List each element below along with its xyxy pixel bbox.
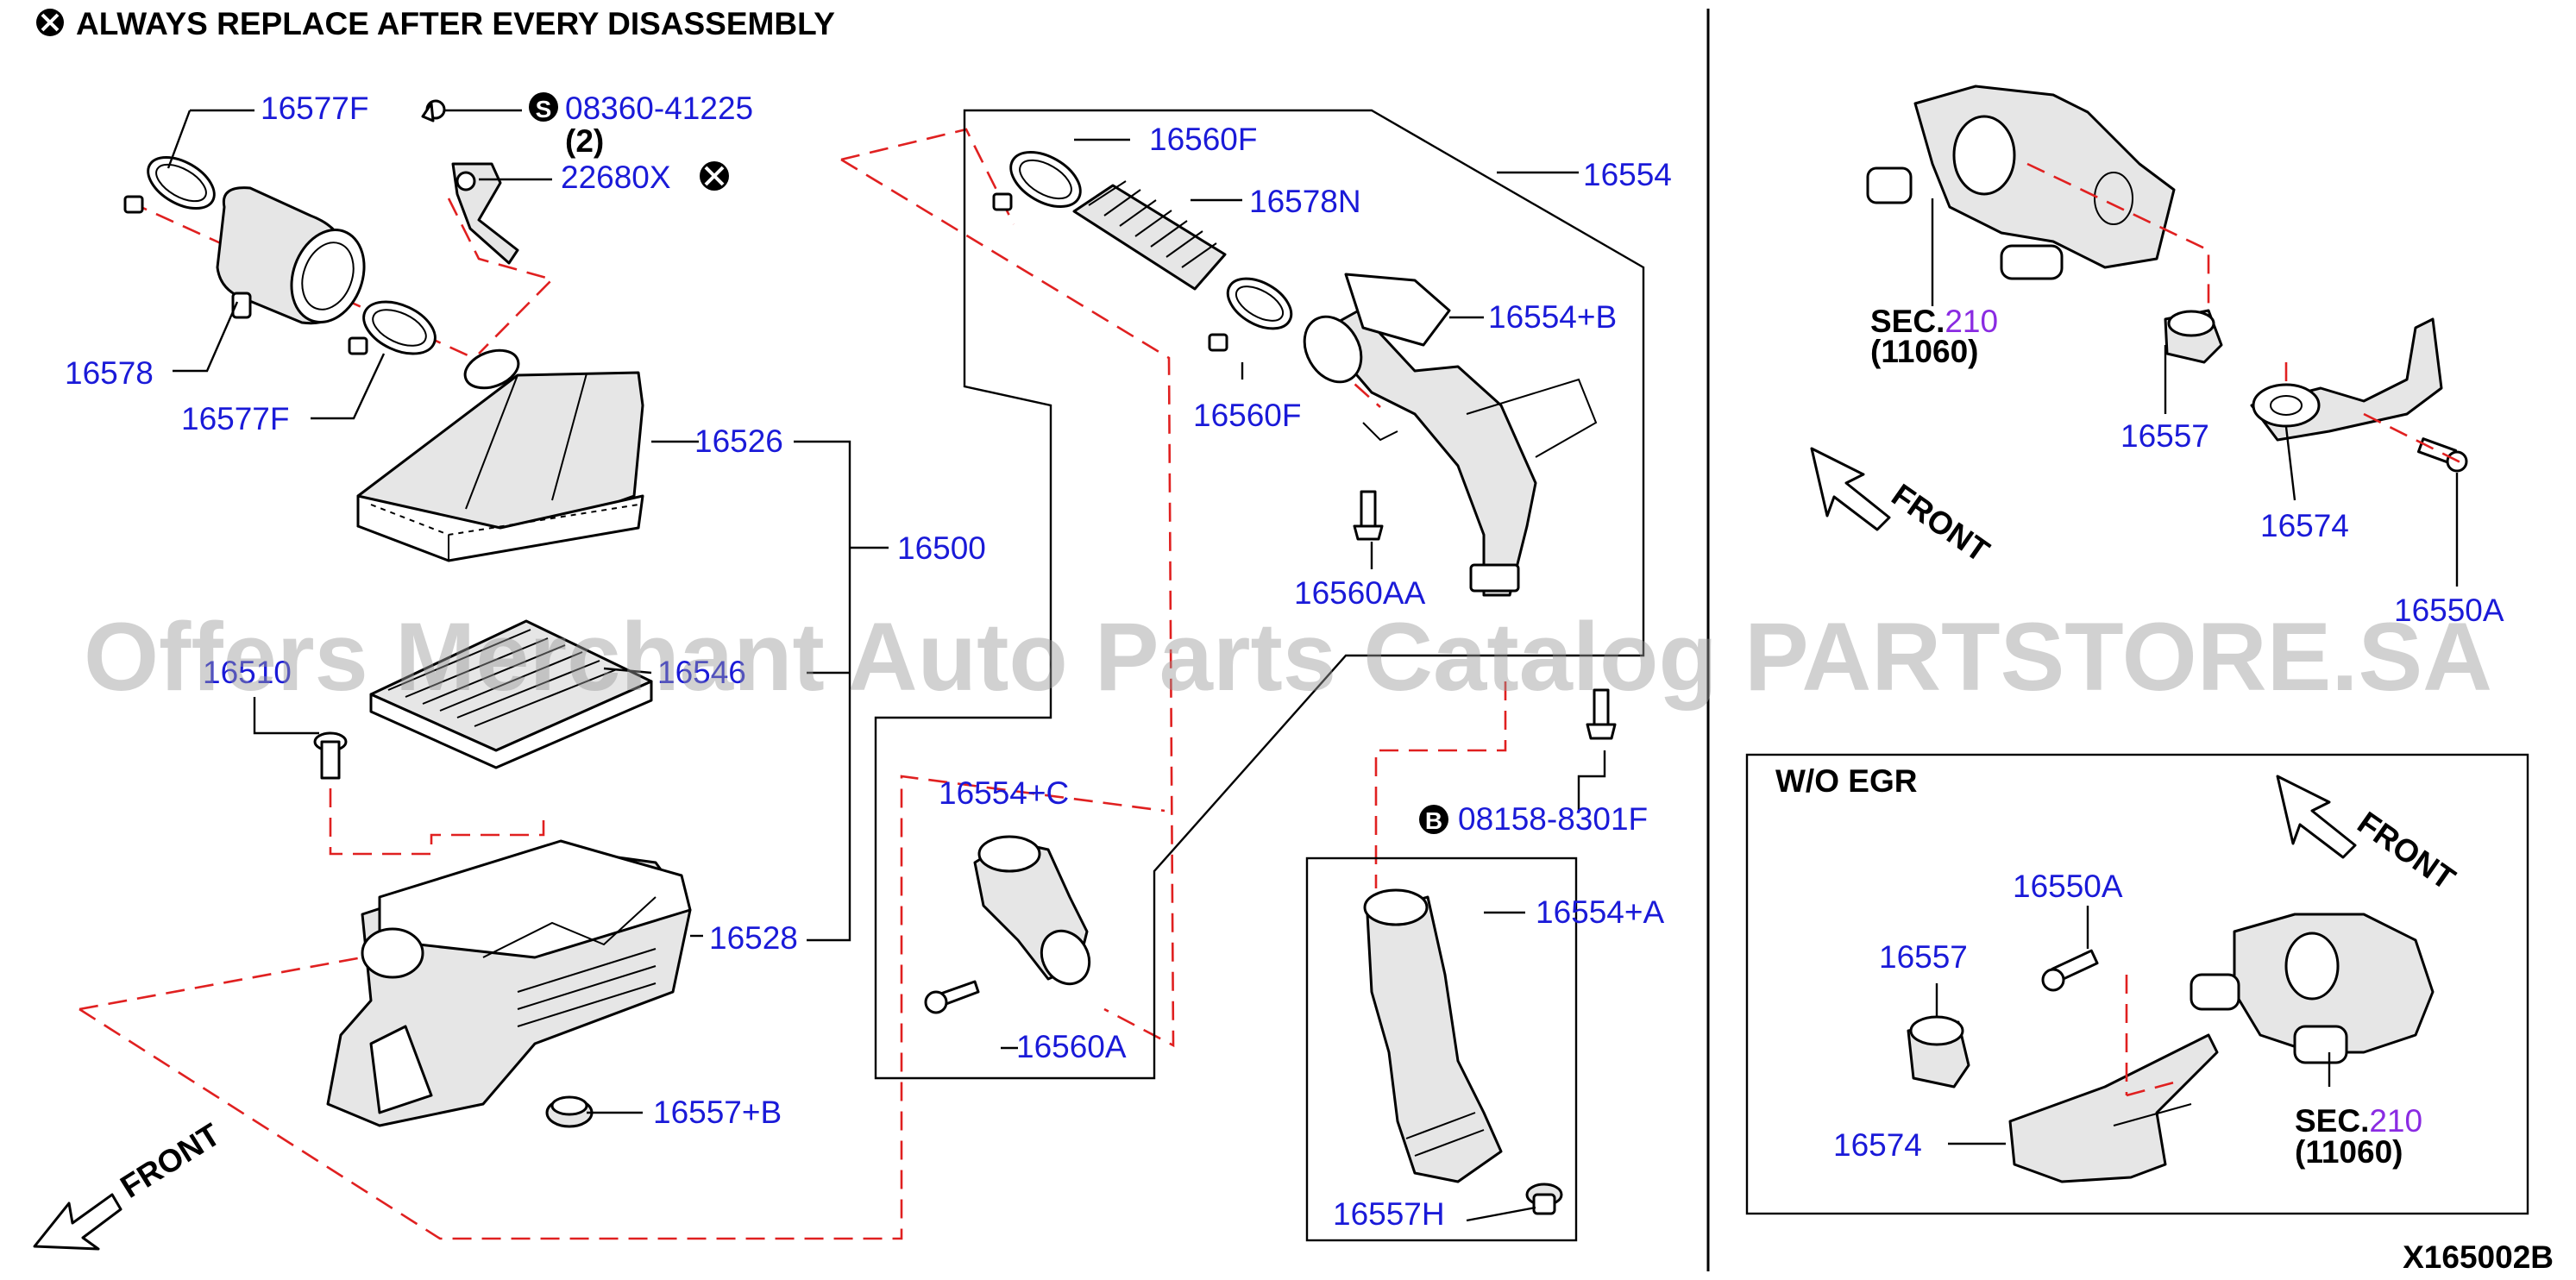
svg-text:B: B xyxy=(1425,807,1442,834)
label-22680X: 22680X xyxy=(561,160,671,195)
label-16560F-top: 16560F xyxy=(1149,122,1258,157)
figure-id: X165002B xyxy=(2403,1239,2554,1275)
front-arrow-inset: FRONT xyxy=(2276,775,2462,897)
front-label-topright: FRONT xyxy=(1885,477,1995,569)
hose-16578N xyxy=(1072,180,1227,291)
bracket-16574-top xyxy=(2250,317,2443,442)
marker-s-icon: S xyxy=(529,92,558,122)
bolt-16550A-top xyxy=(2416,437,2468,473)
label-08158-8301F: 08158-8301F xyxy=(1458,801,1648,837)
bolt-16550A-inset xyxy=(2041,949,2099,992)
label-16500: 16500 xyxy=(897,530,986,566)
filter-16546 xyxy=(369,619,653,769)
label-16554: 16554 xyxy=(1583,157,1672,192)
header-note-text: ALWAYS REPLACE AFTER EVERY DISASSEMBLY xyxy=(76,6,835,41)
label-16557-inset: 16557 xyxy=(1879,939,1968,975)
label-16554A: 16554+A xyxy=(1536,894,1664,930)
case-16528 xyxy=(326,839,692,1127)
svg-text:S: S xyxy=(536,96,552,122)
bracket-16574-inset xyxy=(2008,1033,2219,1183)
label-sec-inset: SEC.210 xyxy=(2295,1103,2422,1139)
watermark: Offers Merchant Auto Parts Catalog PARTS… xyxy=(84,603,2492,711)
label-16554C: 16554+C xyxy=(939,775,1069,811)
grommet-16557B xyxy=(545,1095,594,1128)
bolt-08158 xyxy=(1586,688,1617,740)
duct-16554C xyxy=(973,835,1091,986)
bolt-16560A xyxy=(924,980,980,1014)
label-sec-inset-code: (11060) xyxy=(2295,1134,2403,1170)
bolt-16560AA xyxy=(1353,490,1384,541)
front-label-left: FRONT xyxy=(115,1116,227,1205)
label-16557H: 16557H xyxy=(1333,1196,1445,1232)
label-16574-inset: 16574 xyxy=(1833,1127,1922,1163)
label-sec-top-code: (11060) xyxy=(1870,334,1979,369)
label-16560A: 16560A xyxy=(1016,1029,1127,1064)
label-16557B: 16557+B xyxy=(653,1095,782,1130)
cap-16557-inset xyxy=(1907,1015,1970,1089)
thermostat-housing-top xyxy=(1866,85,2176,280)
leader-lines xyxy=(166,109,2459,1222)
header-note: ALWAYS REPLACE AFTER EVERY DISASSEMBLY xyxy=(36,6,835,41)
inset-box xyxy=(1745,753,2529,1215)
label-16560F-mid: 16560F xyxy=(1193,398,1302,433)
thermostat-housing-inset xyxy=(2190,913,2435,1064)
screw-08360 xyxy=(421,99,446,122)
box-16554A xyxy=(1305,856,1578,1242)
cover-16526 xyxy=(356,348,644,562)
label-16526: 16526 xyxy=(694,424,783,459)
label-16546: 16546 xyxy=(657,655,746,690)
front-label-inset: FRONT xyxy=(2351,805,2461,897)
part-labels: 16577F S 08360-41225 (2) 22680X 16578 16… xyxy=(65,91,2554,1275)
front-arrow-topright: FRONT xyxy=(1810,447,1996,569)
label-16528: 16528 xyxy=(709,920,798,956)
label-16574-top: 16574 xyxy=(2260,508,2349,543)
label-08360-qty: (2) xyxy=(565,123,604,159)
group-outline-16554 xyxy=(874,109,1645,1080)
label-16577F-top: 16577F xyxy=(261,91,369,126)
marker-b-icon: B xyxy=(1419,805,1448,834)
clamp-16577F-bottom xyxy=(348,300,437,355)
guides-topright xyxy=(2026,162,2468,467)
duct-16554A xyxy=(1363,888,1503,1183)
label-sec-top: SEC.210 xyxy=(1870,304,1998,339)
label-16554B: 16554+B xyxy=(1488,299,1617,335)
sensor-22680X xyxy=(451,162,519,265)
replace-22680X-icon xyxy=(700,161,729,191)
cap-16557-top xyxy=(2164,309,2223,364)
duct-16554B xyxy=(1303,273,1598,597)
duct-16578 xyxy=(216,186,366,325)
label-16577F-bottom: 16577F xyxy=(181,401,290,436)
clamp-16577F-top xyxy=(123,155,216,214)
inset-title: W/O EGR xyxy=(1775,763,1917,799)
guides-inset xyxy=(2125,975,2175,1097)
label-16510: 16510 xyxy=(203,655,292,690)
label-16578N: 16578N xyxy=(1249,184,1361,219)
clamp-16560F-top xyxy=(992,151,1082,211)
label-08360-41225: 08360-41225 xyxy=(565,91,753,126)
bolt-16510 xyxy=(313,731,348,780)
label-16557-top: 16557 xyxy=(2120,418,2209,454)
label-16578: 16578 xyxy=(65,355,154,391)
label-16550A-top: 16550A xyxy=(2394,593,2504,628)
clip-16557H xyxy=(1525,1183,1563,1215)
front-arrow-left: FRONT xyxy=(33,1116,227,1251)
label-16550A-inset: 16550A xyxy=(2013,869,2123,904)
clamp-16560F-mid xyxy=(1208,277,1293,352)
label-16560AA: 16560AA xyxy=(1294,575,1426,611)
